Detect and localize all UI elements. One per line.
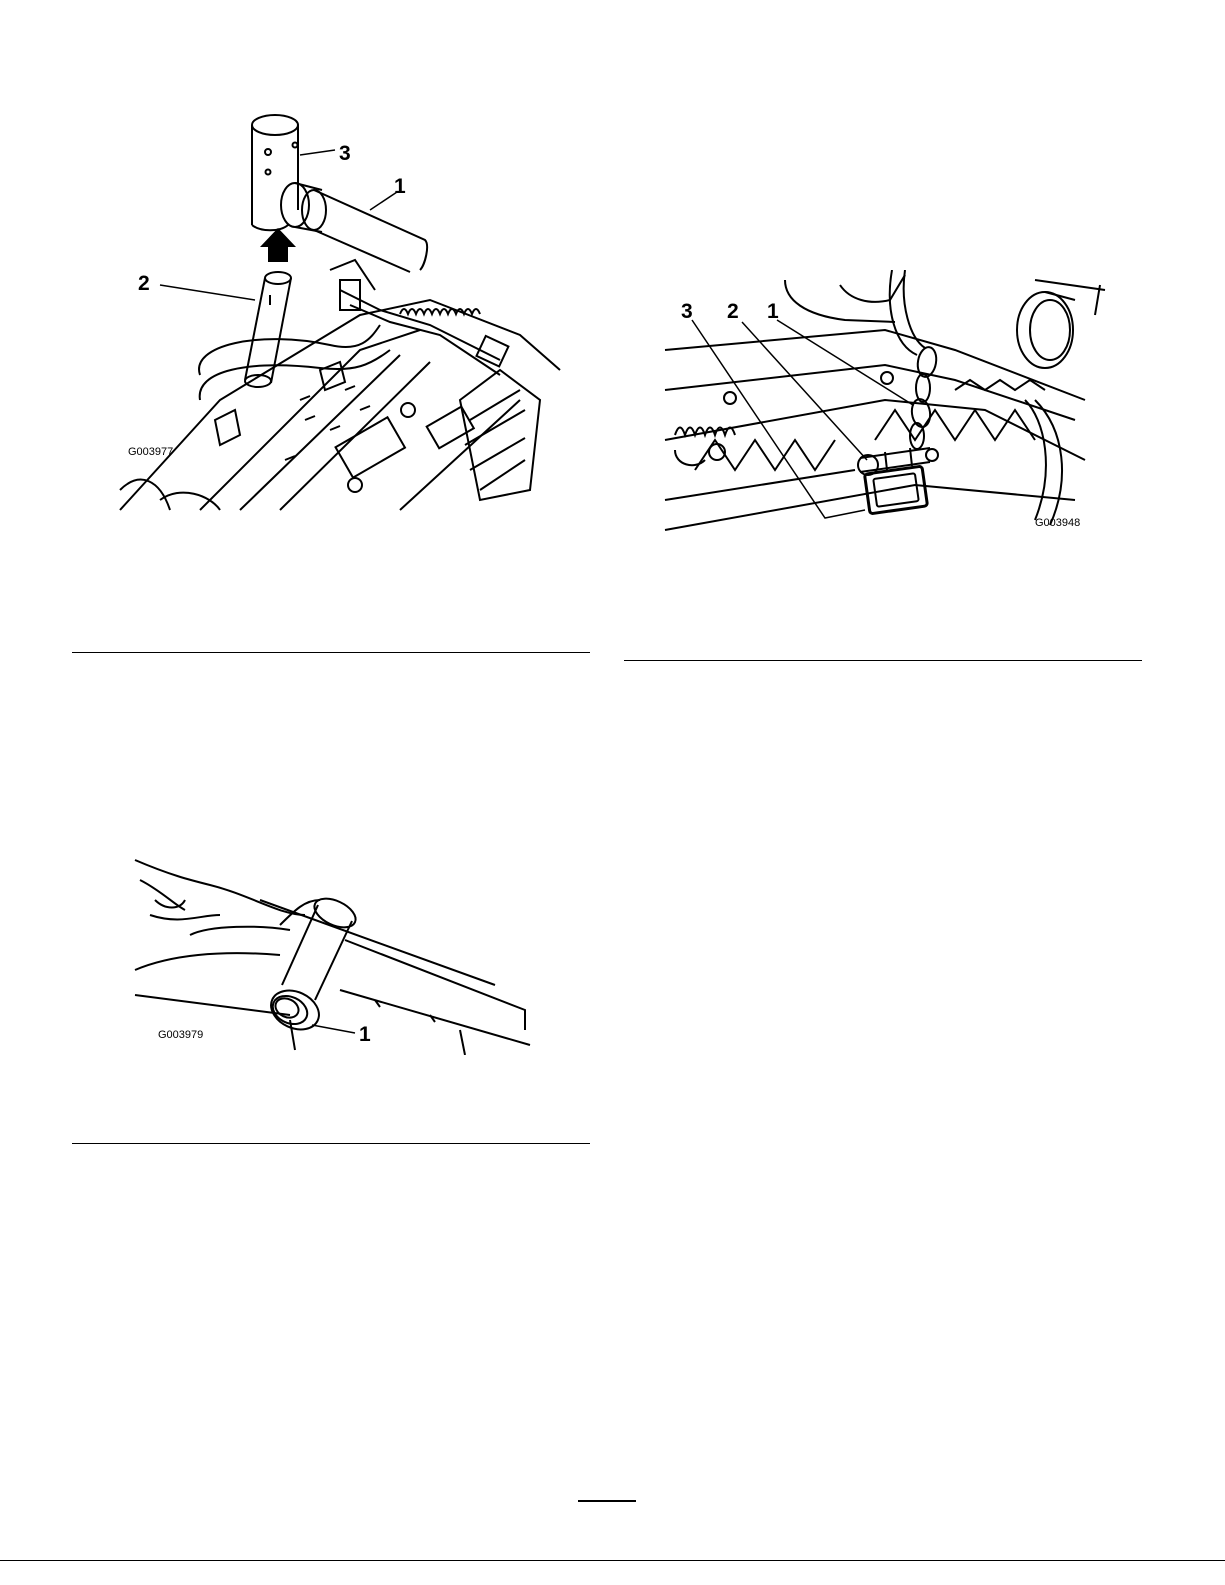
page-number-rule bbox=[578, 1500, 636, 1502]
leader-line-3 bbox=[300, 150, 335, 155]
callout-3: 3 bbox=[339, 142, 351, 165]
callout-1: 1 bbox=[359, 1023, 371, 1046]
divider-b bbox=[624, 660, 1142, 661]
leader-line-1 bbox=[312, 1025, 355, 1033]
figure-c-illustration: 1 G003979 bbox=[130, 855, 540, 1055]
figure-c: 1 G003979 bbox=[130, 855, 540, 1055]
footer-rule bbox=[0, 1560, 1225, 1561]
callout-1: 1 bbox=[767, 300, 779, 323]
figure-b-illustration: 3 2 1 G003948 bbox=[655, 270, 1115, 545]
callout-1: 1 bbox=[394, 175, 406, 198]
callout-2: 2 bbox=[138, 272, 150, 295]
callout-2: 2 bbox=[727, 300, 739, 323]
figure-b: 3 2 1 G003948 bbox=[655, 270, 1115, 545]
figure-code: G003948 bbox=[1035, 517, 1080, 529]
figure-a: 3 1 2 G003977 bbox=[100, 100, 570, 520]
figure-a-illustration: 3 1 2 G003977 bbox=[100, 100, 570, 520]
leader-line-1 bbox=[370, 192, 397, 210]
leader-line-2 bbox=[742, 322, 867, 460]
callout-3: 3 bbox=[681, 300, 693, 323]
divider-a bbox=[72, 652, 590, 653]
figure-code: G003979 bbox=[158, 1029, 203, 1041]
figure-code: G003977 bbox=[128, 446, 173, 458]
leader-line-2 bbox=[160, 285, 255, 300]
up-arrow-icon bbox=[260, 228, 296, 262]
divider-c bbox=[72, 1143, 590, 1144]
